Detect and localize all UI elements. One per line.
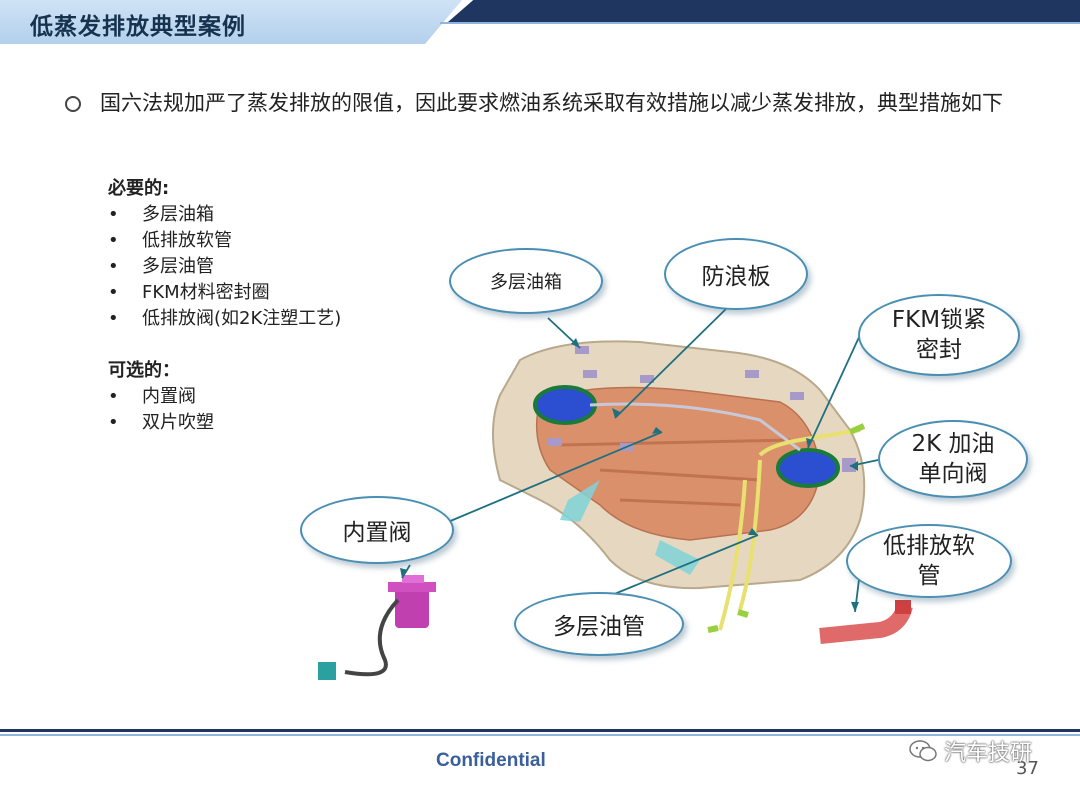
bullet-icon: • (108, 256, 119, 277)
header-dark-bar (448, 0, 1080, 22)
page-number: 37 (1016, 758, 1039, 779)
built-in-valve-illustration (318, 575, 436, 680)
callout-low-emission-hose: 低排放软管 (846, 524, 1012, 598)
list-item: •低排放软管 (108, 228, 341, 254)
callout-baffle: 防浪板 (664, 238, 808, 310)
watermark: 汽车技研 (908, 735, 1032, 767)
bullet-icon: • (108, 230, 119, 251)
callout-fkm-seal: FKM锁紧密封 (858, 294, 1020, 376)
circle-bullet-icon (65, 96, 81, 112)
footer-divider (0, 729, 1080, 732)
list-item: •多层油箱 (108, 202, 341, 228)
wechat-icon (909, 740, 937, 762)
bullet-icon: • (108, 386, 119, 407)
callout-2k-check-valve: 2K 加油单向阀 (878, 420, 1028, 498)
low-emission-hose-illustration (819, 603, 913, 644)
list-item: •多层油管 (108, 254, 341, 280)
bullet-icon: • (108, 412, 119, 433)
list-item: •双片吹塑 (108, 410, 214, 436)
bullet-icon: • (108, 308, 119, 329)
multilayer-pipe-illustration (718, 428, 861, 631)
bullet-icon: • (108, 204, 119, 225)
callout-built-in-valve: 内置阀 (300, 496, 454, 564)
list-item: •FKM材料密封圈 (108, 280, 341, 306)
optional-heading: 可选的： (108, 360, 180, 381)
required-heading: 必要的: (108, 178, 170, 199)
required-list: 必要的: •多层油箱 •低排放软管 •多层油管 •FKM材料密封圈 •低排放阀(… (108, 176, 341, 332)
callout-multilayer-pipe: 多层油管 (514, 592, 684, 656)
footer-divider-light (0, 734, 1080, 736)
bullet-icon: • (108, 282, 119, 303)
confidential-label: Confidential (436, 750, 546, 771)
list-item: •低排放阀(如2K注塑工艺) (108, 306, 341, 332)
slide-title: 低蒸发排放典型案例 (30, 14, 246, 40)
intro-text: 国六法规加严了蒸发排放的限值，因此要求燃油系统采取有效措施以减少蒸发排放，典型措… (100, 91, 1003, 115)
list-item: •内置阀 (108, 384, 214, 410)
header-divider (440, 22, 1080, 24)
callout-multilayer-tank: 多层油箱 (449, 248, 603, 314)
optional-list: 可选的： •内置阀 •双片吹塑 (108, 358, 214, 436)
header-band (0, 0, 462, 44)
